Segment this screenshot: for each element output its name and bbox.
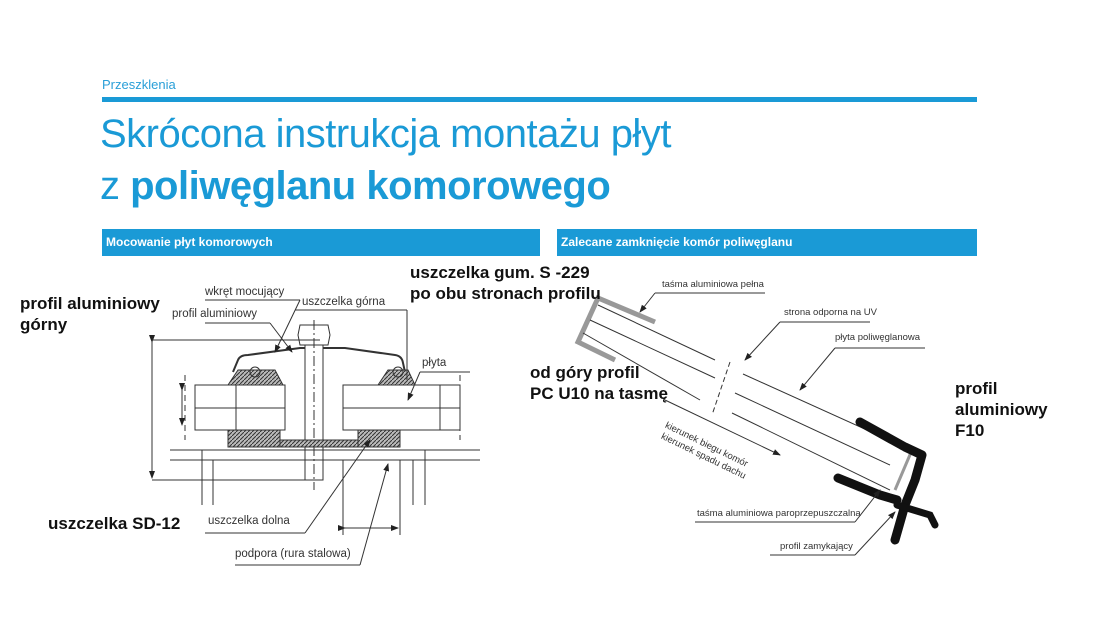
- annotation-s229: uszczelka gum. S -229 po obu stronach pro…: [410, 262, 601, 304]
- mounting-drawing: [149, 299, 480, 566]
- label-tasma-paro: taśma aluminiowa paroprzepuszczalna: [697, 508, 861, 519]
- label-strona-uv: strona odporna na UV: [784, 307, 877, 318]
- title-bold: poliwęglanu komorowego: [130, 164, 611, 208]
- breadcrumb: Przeszklenia: [102, 77, 176, 92]
- section-header-left: Mocowanie płyt komorowych: [102, 229, 540, 256]
- label-profil: profil aluminiowy: [172, 308, 258, 320]
- header-rule: [102, 97, 977, 102]
- label-profil-zamykajacy: profil zamykający: [780, 541, 853, 552]
- u10-profile: [574, 294, 656, 363]
- page-title-line1: Skrócona instrukcja montażu płyt: [100, 112, 671, 156]
- label-uszczelka-gorna: uszczelka górna: [302, 296, 386, 308]
- label-podpora: podpora (rura stalowa): [235, 548, 351, 560]
- label-plyta-poliweglanowa: płyta poliwęglanowa: [835, 332, 921, 343]
- annotation-line: profil: [955, 379, 998, 398]
- annotation-line: górny: [20, 315, 68, 334]
- annotation-line: profil aluminiowy: [20, 294, 160, 313]
- title-prefix: z: [100, 164, 131, 208]
- annotation-line: PC U10 na tasmę: [530, 384, 668, 403]
- section-header-right: Zalecane zamknięcie komór poliwęglanu: [557, 229, 977, 256]
- annotation-line: uszczelka gum. S -229: [410, 263, 590, 282]
- annotation-line: aluminiowy: [955, 400, 1048, 419]
- f10-profile: [855, 417, 927, 545]
- annotation-line: po obu stronach profilu: [410, 284, 601, 303]
- annotation-line: od góry profil: [530, 363, 640, 382]
- label-tasma-pelna: taśma aluminiowa pełna: [662, 279, 764, 290]
- label-wkret: wkręt mocujący: [205, 286, 285, 298]
- closure-drawing: [574, 292, 939, 556]
- annotation-line: F10: [955, 421, 985, 440]
- label-plyta: płyta: [422, 357, 447, 369]
- label-uszczelka-dolna: uszczelka dolna: [208, 515, 290, 527]
- page-title-line2: z poliwęglanu komorowego: [100, 164, 611, 209]
- annotation-sd12: uszczelka SD-12: [48, 514, 181, 533]
- annotation-profil-gorny: profil aluminiowy górny: [20, 293, 160, 335]
- annotation-u10: od góry profil PC U10 na tasmę: [530, 362, 668, 404]
